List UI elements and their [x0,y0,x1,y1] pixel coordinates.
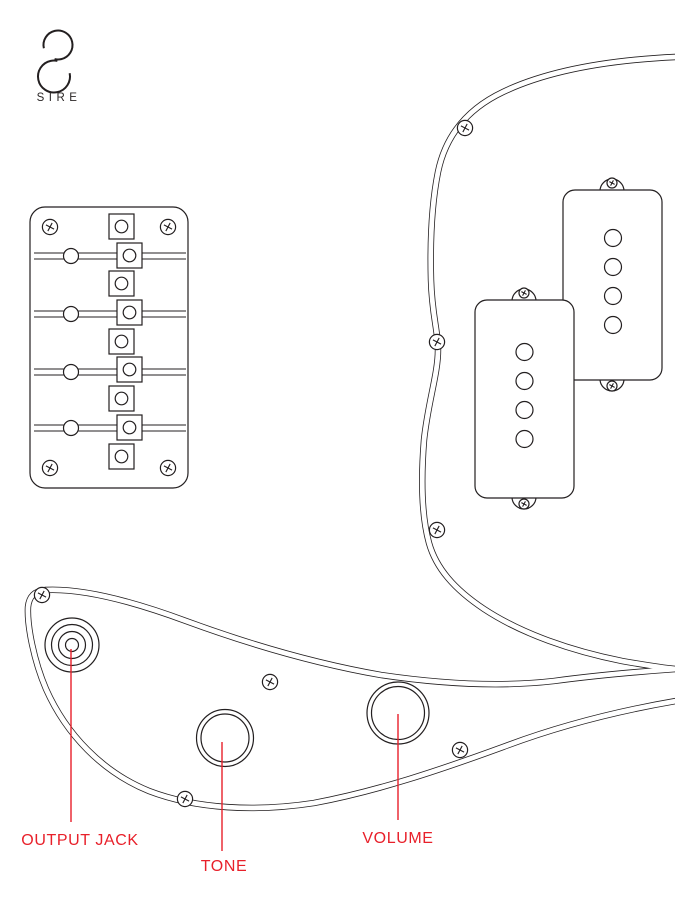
saddle-screw-icon [122,362,137,377]
bridge-diagram [29,206,189,489]
pickguard-outline [24,53,675,812]
pickguard-screw-icon [176,790,194,808]
bridge-mount-screw-icon [41,218,59,236]
pickguard-screw-icon [428,521,446,539]
volume-knob [366,681,430,745]
bridge-mount-screw-icon [159,459,177,477]
volume-label: VOLUME [362,830,433,847]
callouts: OUTPUT JACK TONE VOLUME [21,649,433,875]
jack-hole [64,637,80,653]
pickguard-screw-icon [451,741,469,759]
pickup-screw-icon [606,177,618,189]
saddle-block [108,328,135,355]
bridge-saddles [108,213,143,470]
pickup-screw-icon [518,498,530,510]
saddle-screw-icon [114,449,129,464]
output-jack-label: OUTPUT JACK [21,832,138,849]
bridge-mount-screw-icon [41,459,59,477]
string-anchor-hole [62,419,80,437]
pickguard-screw-icon [456,119,474,137]
pole-piece [603,286,623,306]
sire-logo: SIRE [37,29,82,104]
pickguard-upper-edge-inner [419,54,675,672]
pickup-cover [562,189,663,381]
pickguard-screw-icon [428,333,446,351]
pole-piece [515,400,534,420]
string-anchor-hole [62,305,80,323]
pole-piece [603,228,623,248]
pole-piece [603,257,623,277]
saddle-screw-icon [122,248,137,263]
brand-wordmark: SIRE [37,92,82,104]
saddle-screw-icon [122,420,137,435]
pole-piece [515,429,534,449]
bridge-strings [34,252,186,432]
pickguard-lower-edge-inner [25,587,675,811]
bridge-string-anchors [62,247,80,437]
split-pickup [474,177,663,510]
saddle-screw-icon [122,305,137,320]
pickguard-lower-edge [24,586,675,812]
pickup-screw-icon [606,380,618,392]
string-anchor-hole [62,247,80,265]
bridge-mount-screw-icon [159,218,177,236]
pole-piece [515,342,534,362]
saddle-screw-icon [114,391,129,406]
pickup-screw-icon [518,287,530,299]
pole-piece [515,371,534,391]
saddle-screw-icon [114,276,129,291]
saddle-screw-icon [114,334,129,349]
pickup-coil-upper [562,177,663,392]
logo-ring-top [42,29,74,61]
pole-piece [603,315,623,335]
tone-label: TONE [201,858,248,875]
pickup-coil-lower [474,287,575,510]
pickguard-screw-icon [33,586,51,604]
knob-ring [200,713,250,763]
tone-knob [195,708,255,768]
pickup-cover [474,299,575,499]
output-jack [44,617,100,673]
pickguard-screw-icon [261,673,279,691]
logo-ring-bottom [37,59,71,94]
saddle-screw-icon [114,219,129,234]
string-anchor-hole [62,363,80,381]
